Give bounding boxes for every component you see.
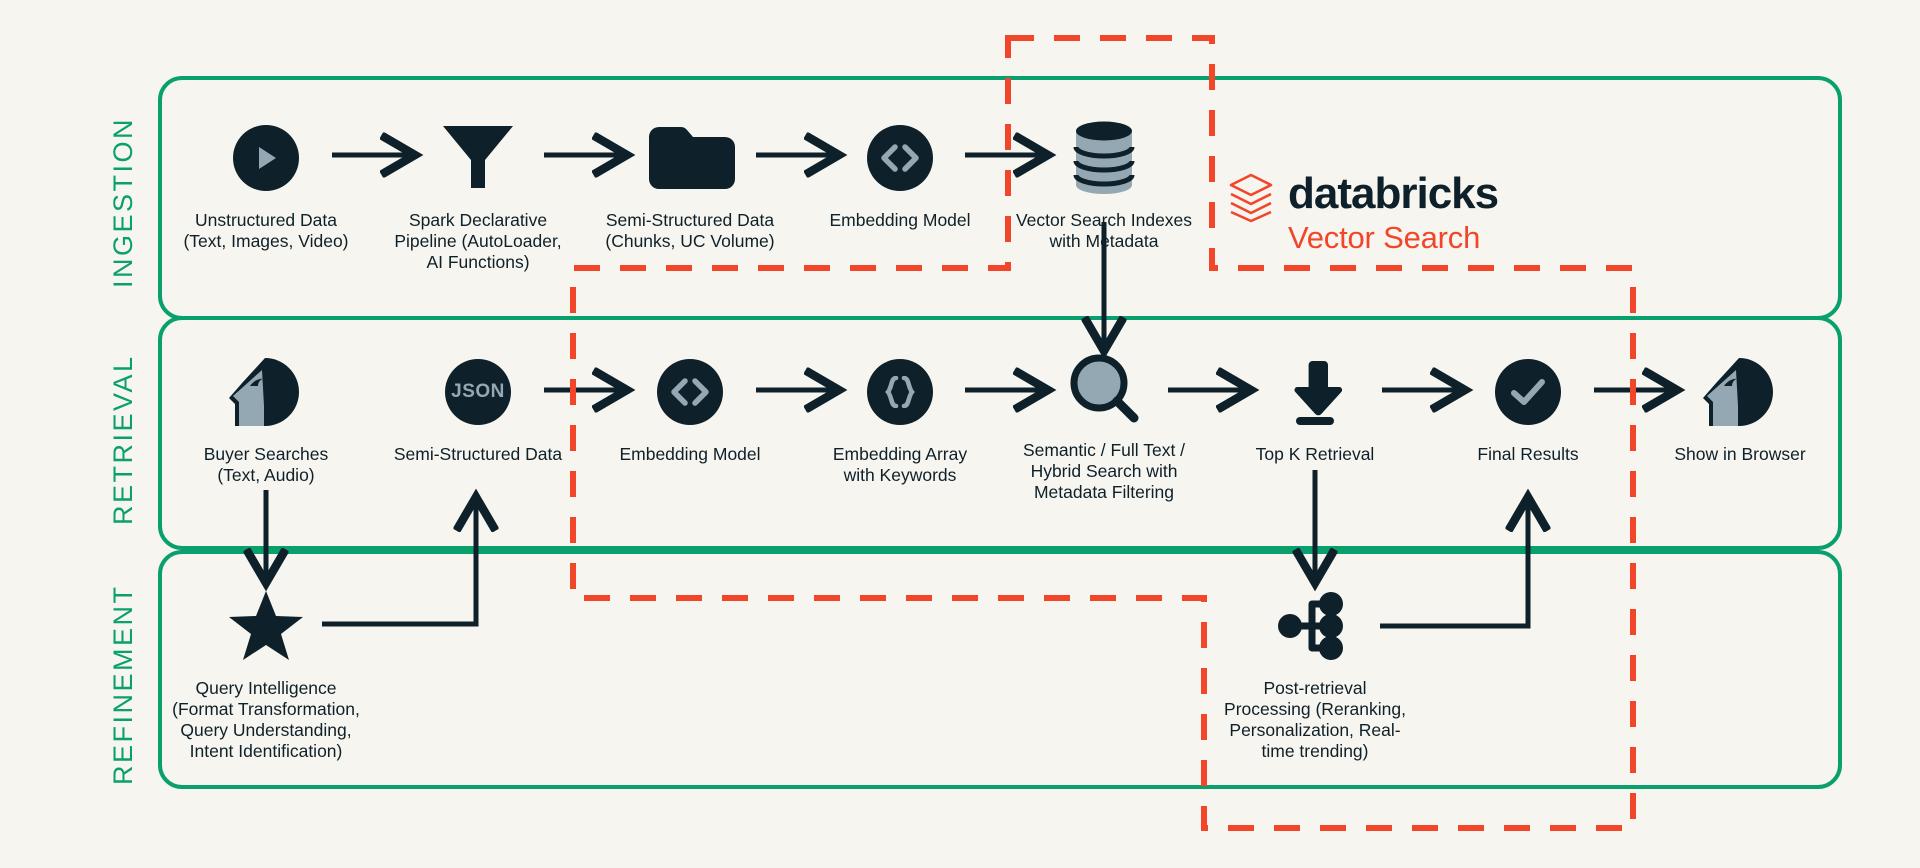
arrow-post-retrieval-to-final: [1380, 500, 1528, 629]
play-circle-icon: [156, 118, 376, 198]
brand-name: databricks: [1288, 169, 1499, 218]
node-label: Semi-Structured Data (Chunks, UC Volume): [605, 210, 775, 251]
node-label: Embedding Model: [619, 444, 761, 464]
node-query-intelligence[interactable]: Query Intelligence (Format Transformatio…: [136, 586, 396, 762]
folder-icon: [580, 118, 800, 198]
band-rect-retrieval: [158, 316, 1842, 550]
play-triangle-icon: [259, 147, 276, 169]
node-semi-structured-data-retrieval[interactable]: JSON Semi-Structured Data: [368, 352, 588, 465]
json-circle-icon: JSON: [368, 352, 588, 432]
head-question-icon: [156, 352, 376, 432]
databricks-stacked-logo-icon: [1229, 173, 1273, 223]
node-label: Show in Browser: [1674, 444, 1806, 464]
database-cylinder-icon: [974, 118, 1234, 198]
curly-braces-circle-icon: [790, 352, 1010, 432]
magnifier-icon: [974, 348, 1234, 428]
arrow-query-intelligence-to-semistructured: [322, 500, 476, 627]
node-embedding-array[interactable]: Embedding Array with Keywords: [790, 352, 1010, 486]
node-label: Query Intelligence (Format Transformatio…: [172, 678, 360, 761]
node-post-retrieval-processing[interactable]: Post-retrieval Processing (Reranking, Pe…: [1185, 586, 1445, 762]
node-label: Embedding Model: [829, 210, 971, 230]
node-show-in-browser[interactable]: Show in Browser: [1630, 352, 1850, 465]
vector-search-boundary-path: [570, 35, 1636, 831]
node-label: Top K Retrieval: [1255, 444, 1375, 464]
node-label: Post-retrieval Processing (Reranking, Pe…: [1224, 678, 1406, 761]
databricks-vector-search-logo: databricks Vector Search: [1228, 169, 1499, 255]
download-icon: [1205, 352, 1425, 432]
head-question-icon: [1630, 352, 1850, 432]
funnel-icon: [368, 118, 588, 198]
node-buyer-searches[interactable]: Buyer Searches (Text, Audio): [156, 352, 376, 486]
node-semi-structured-data[interactable]: Semi-Structured Data (Chunks, UC Volume): [580, 118, 800, 252]
brand-product: Vector Search: [1288, 220, 1481, 255]
node-label: Semantic / Full Text / Hybrid Search wit…: [1022, 440, 1186, 502]
node-label: Spark Declarative Pipeline (AutoLoader, …: [394, 210, 562, 272]
node-label: Embedding Array with Keywords: [832, 444, 968, 485]
band-rect-refinement: [158, 550, 1842, 789]
node-label: Buyer Searches (Text, Audio): [203, 444, 329, 485]
json-text: JSON: [451, 381, 505, 402]
node-vector-search-indexes[interactable]: Vector Search Indexes with Metadata: [974, 118, 1234, 252]
node-final-results[interactable]: Final Results: [1418, 352, 1638, 465]
node-embedding-model-ingestion[interactable]: Embedding Model: [790, 118, 1010, 231]
branch-nodes-icon: [1185, 586, 1445, 666]
node-label: Unstructured Data (Text, Images, Video): [183, 210, 349, 251]
node-label: Vector Search Indexes with Metadata: [1015, 210, 1193, 251]
star-icon: [136, 586, 396, 666]
node-label: Final Results: [1477, 444, 1579, 464]
node-semantic-search[interactable]: Semantic / Full Text / Hybrid Search wit…: [974, 348, 1234, 503]
check-circle-icon: [1418, 352, 1638, 432]
node-embedding-model-retrieval[interactable]: Embedding Model: [580, 352, 800, 465]
node-label: Semi-Structured Data: [393, 444, 563, 464]
node-top-k-retrieval[interactable]: Top K Retrieval: [1205, 352, 1425, 465]
node-spark-pipeline[interactable]: Spark Declarative Pipeline (AutoLoader, …: [368, 118, 588, 273]
node-unstructured-data[interactable]: Unstructured Data (Text, Images, Video): [156, 118, 376, 252]
code-brackets-circle-icon: [580, 352, 800, 432]
code-brackets-circle-icon: [790, 118, 1010, 198]
